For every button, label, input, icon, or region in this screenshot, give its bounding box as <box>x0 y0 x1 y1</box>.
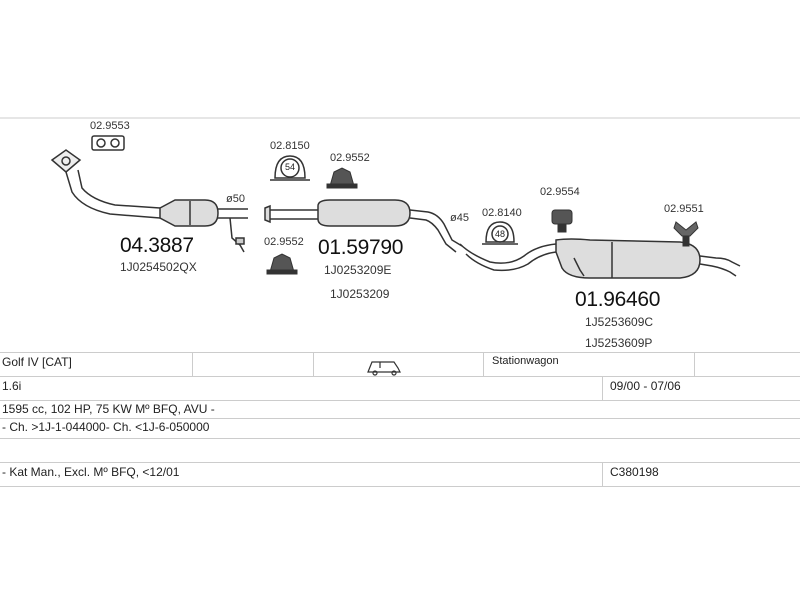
accessory-number: 02.9551 <box>664 203 704 215</box>
hanger-icon <box>551 209 573 233</box>
body-type-cell: Stationwagon <box>492 355 559 367</box>
clamp-size-label: 48 <box>495 229 506 239</box>
years-cell: 09/00 - 07/06 <box>610 379 681 393</box>
clamp-size-label: 54 <box>285 162 296 172</box>
clamp-48-icon <box>482 221 518 245</box>
oe-code: 1J0253209 <box>330 287 390 301</box>
diameter-label: ø45 <box>450 212 469 224</box>
part-number: 01.59790 <box>318 236 404 259</box>
table-row: 1.6i 09/00 - 07/06 <box>0 376 800 401</box>
oe-code: 1J5253609P <box>585 336 653 350</box>
car-icon <box>367 361 401 376</box>
hanger-icon <box>266 253 298 275</box>
hanger-icon <box>326 167 358 189</box>
engine-cell: 1.6i <box>2 379 22 393</box>
model-cell: Golf IV [CAT] <box>2 355 72 369</box>
table-row: Golf IV [CAT] Stationwagon <box>0 352 800 377</box>
rear-silencer-icon <box>459 238 741 279</box>
oe-code: 1J0253209E <box>324 263 392 277</box>
table-row: - Ch. >1J-1-044000- Ch. <1J-6-050000 <box>0 418 800 439</box>
middle-silencer-icon <box>264 199 463 253</box>
accessory-number: 02.9553 <box>90 120 130 132</box>
table-row: - Kat Man., Excl. Mº BFQ, <12/01 C380198 <box>0 462 800 487</box>
catalytic-converter-icon <box>50 149 248 253</box>
chassis-cell: - Ch. >1J-1-044000- Ch. <1J-6-050000 <box>2 420 210 434</box>
accessory-number: 02.9554 <box>540 186 580 198</box>
part-number: 01.96460 <box>575 288 661 311</box>
accessory-number: 02.9552 <box>330 152 370 164</box>
hanger-icon <box>673 221 699 247</box>
engine-details-cell: 1595 cc, 102 HP, 75 KW Mº BFQ, AVU - <box>2 402 215 416</box>
diameter-label: ø50 <box>226 193 245 205</box>
table-row <box>0 438 800 463</box>
catalog-code-cell: C380198 <box>610 465 659 479</box>
clamp-54-icon <box>270 155 310 181</box>
oe-code: 1J5253609C <box>585 315 654 329</box>
oe-code: 1J0254502QX <box>120 260 197 274</box>
gasket-icon <box>91 135 125 151</box>
table-row: 1595 cc, 102 HP, 75 KW Mº BFQ, AVU - <box>0 400 800 419</box>
accessory-number: 02.8150 <box>270 140 310 152</box>
accessory-number: 02.9552 <box>264 236 304 248</box>
part-number: 04.3887 <box>120 234 194 257</box>
accessory-number: 02.8140 <box>482 207 522 219</box>
notes-cell: - Kat Man., Excl. Mº BFQ, <12/01 <box>2 465 180 479</box>
